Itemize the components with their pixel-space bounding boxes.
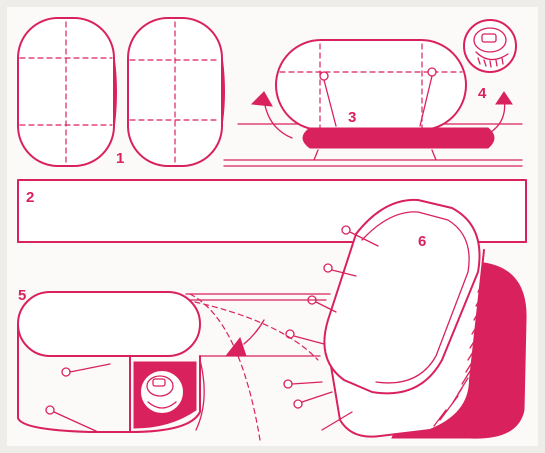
arrow-icon bbox=[226, 338, 246, 356]
wrap-assembly bbox=[18, 292, 330, 440]
arrow-icon bbox=[496, 92, 512, 104]
rivet-icon bbox=[62, 368, 70, 376]
rivet-icon bbox=[320, 72, 328, 80]
rivet-icon bbox=[428, 68, 436, 76]
step-label-1: 1 bbox=[116, 150, 124, 167]
rivet-icon bbox=[324, 264, 332, 272]
arrow-icon bbox=[252, 92, 272, 106]
box-lid-icon bbox=[464, 20, 516, 72]
step-label-4: 4 bbox=[478, 85, 487, 102]
rivet-icon bbox=[46, 406, 54, 414]
step-label-5: 5 bbox=[18, 287, 26, 304]
rivet-icon bbox=[284, 380, 292, 388]
step-label-6: 6 bbox=[418, 233, 426, 250]
rivet-icon bbox=[342, 226, 350, 234]
rivet-icon bbox=[294, 400, 302, 408]
oval-template-left bbox=[18, 18, 116, 166]
step-label-2: 2 bbox=[26, 189, 34, 206]
rivet-icon bbox=[286, 330, 294, 338]
oval-template-right bbox=[128, 18, 224, 166]
step-label-3: 3 bbox=[348, 109, 356, 126]
